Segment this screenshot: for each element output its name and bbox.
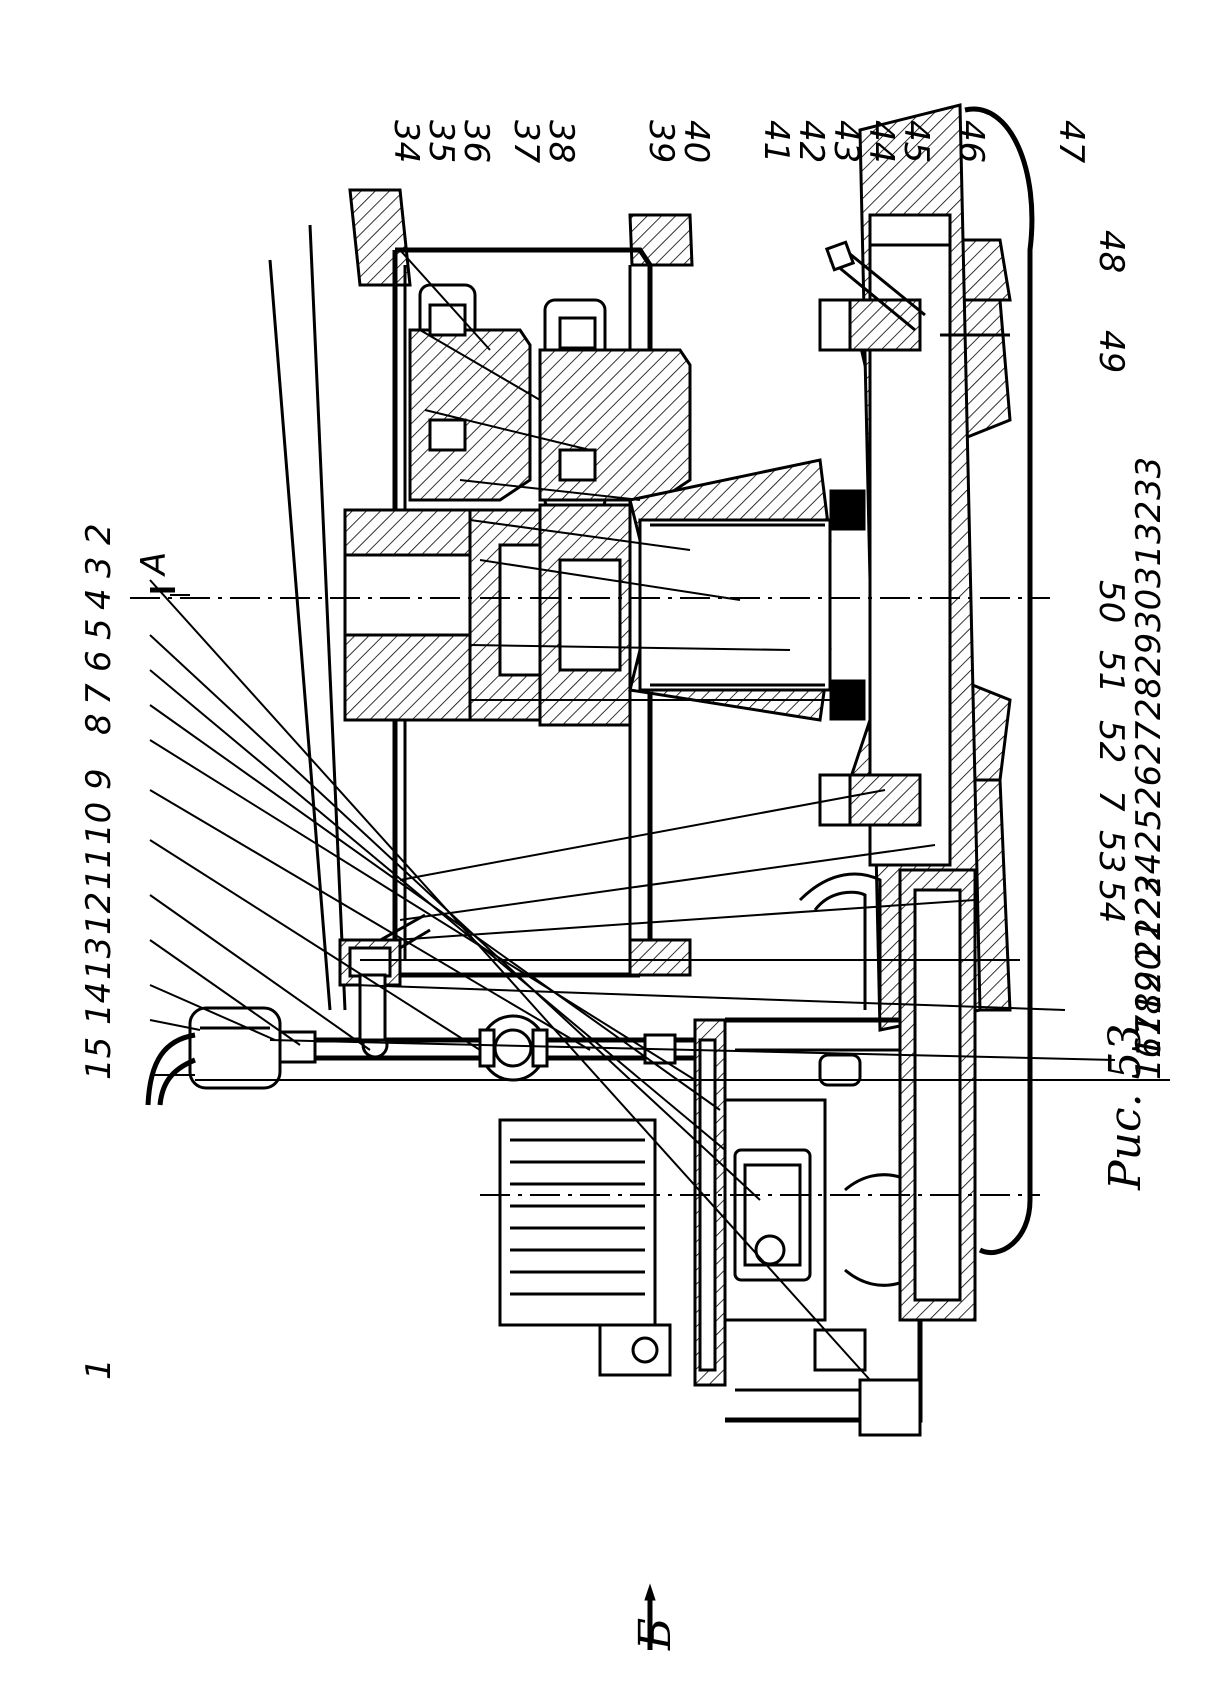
callout-48: 48 [1091,230,1131,273]
callout-10: 10 [79,802,119,845]
callout-13: 13 [79,937,119,980]
section-a-label: A [134,552,174,577]
callout-31: 31 [1129,545,1169,588]
callout-30: 30 [1129,589,1169,632]
callout-4: 4 [79,588,119,610]
callout-14: 14 [79,982,119,1025]
callout-52: 52 [1091,720,1131,763]
callout-43: 43 [826,120,866,163]
callout-35: 35 [421,120,461,163]
callout-51: 51 [1091,650,1131,693]
flange-39 [630,215,692,265]
callout-45: 45 [896,120,936,163]
callout-1: 1 [79,1358,119,1380]
callout-2: 2 [79,523,119,545]
callout-27: 27 [1129,720,1169,764]
callout-26: 26 [1129,765,1169,808]
callout-7b: 7 [1091,790,1131,812]
callout-6: 6 [79,650,119,672]
callout-37: 37 [506,120,546,164]
sensor-14 [190,1008,280,1088]
callout-41: 41 [756,120,796,163]
callout-9: 9 [79,768,119,790]
callout-15: 15 [79,1037,119,1080]
callout-49: 49 [1091,330,1131,373]
callout-39: 39 [641,120,681,163]
callout-50: 50 [1091,580,1131,623]
callout-25: 25 [1129,809,1169,852]
callout-12: 12 [79,892,119,935]
bearing-carrier-29 [410,330,530,500]
callout-47: 47 [1051,120,1091,164]
callout-42: 42 [791,120,831,163]
callout-24: 24 [1129,853,1169,896]
view-b-label: Б [630,1618,681,1651]
callout-40: 40 [676,120,716,163]
callout-54: 54 [1091,880,1131,923]
assembly-section [130,105,1050,1435]
callout-34: 34 [386,120,426,163]
callout-11: 11 [79,847,119,890]
cable-15 [148,1035,195,1105]
callout-28: 28 [1129,677,1169,720]
callout-32: 32 [1129,501,1169,544]
callout-38: 38 [541,120,581,163]
callout-5: 5 [79,618,119,640]
callout-53: 53 [1091,830,1131,873]
callout-8: 8 [79,713,119,735]
callout-7: 7 [79,683,119,705]
callout-labels-right: 48 49 50 51 52 7 53 54 [1091,230,1131,923]
callout-3: 3 [79,556,119,578]
figure-caption: Рис. 53 [1100,1023,1151,1191]
callout-44: 44 [861,120,901,163]
flange-32 [350,190,410,285]
view-mark-b: Б [630,1585,681,1651]
callout-36: 36 [456,120,496,163]
callout-33: 33 [1129,457,1169,500]
callout-46: 46 [951,120,991,163]
callout-labels-top: 34 35 36 37 38 39 40 41 42 43 44 45 46 4… [386,120,1091,164]
callout-29: 29 [1129,633,1169,676]
